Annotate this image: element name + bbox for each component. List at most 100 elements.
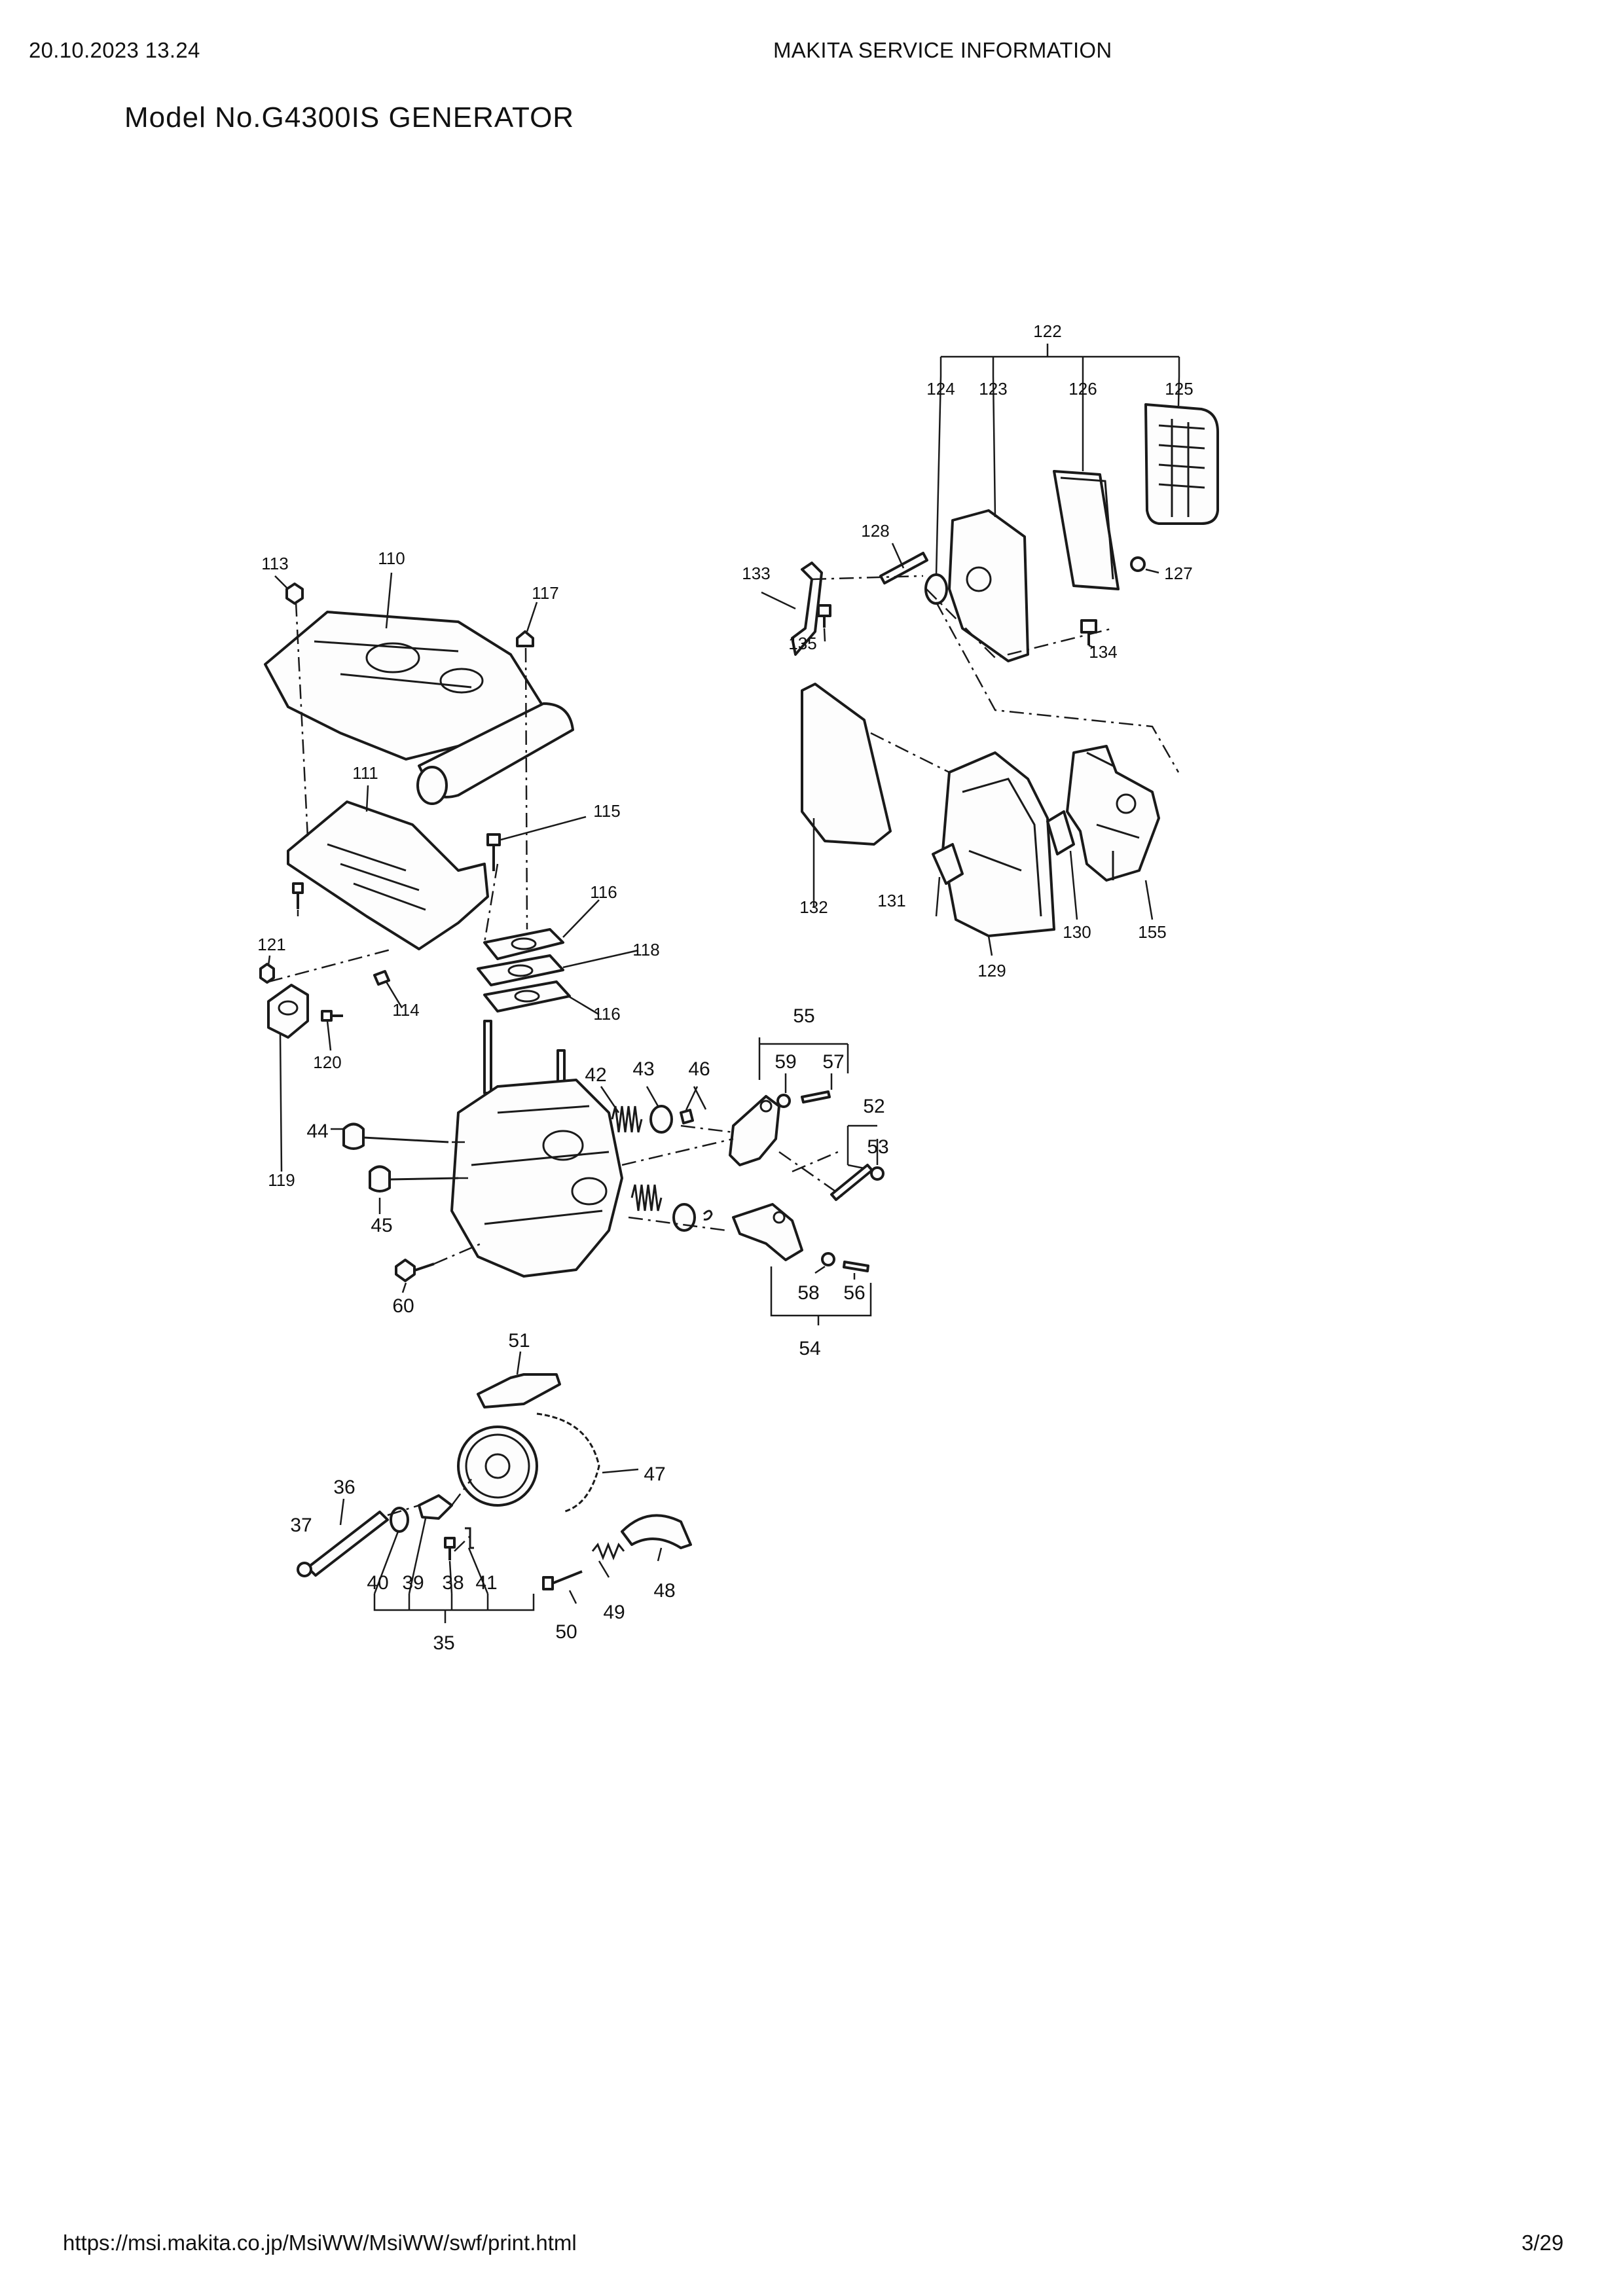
site-title: MAKITA SERVICE INFORMATION bbox=[773, 38, 1112, 62]
print-timestamp: 20.10.2023 13.24 bbox=[29, 38, 200, 62]
part-131-gasket bbox=[932, 843, 964, 885]
part-39-decompressor bbox=[418, 1494, 453, 1520]
callout-41: 41 bbox=[475, 1572, 497, 1594]
callout-126: 126 bbox=[1068, 379, 1097, 399]
callout-55: 55 bbox=[793, 1005, 814, 1027]
part-132-prefilter bbox=[801, 683, 892, 846]
part-121-nut bbox=[259, 963, 275, 984]
part-128-stud bbox=[879, 552, 928, 584]
part-43-retainer bbox=[649, 1105, 673, 1134]
part-120-bolt bbox=[321, 1010, 343, 1022]
shield-bolt bbox=[292, 882, 304, 909]
part-41-spring bbox=[465, 1527, 474, 1549]
callout-49: 49 bbox=[603, 1602, 625, 1623]
callout-133: 133 bbox=[742, 564, 770, 583]
part-42-spring bbox=[611, 1105, 663, 1211]
part-60-bolt bbox=[395, 1259, 435, 1282]
part-123-cleaner-case bbox=[948, 509, 1029, 662]
part-116-118-gaskets bbox=[477, 928, 571, 1013]
camshaft-sprocket bbox=[457, 1426, 538, 1507]
callout-40: 40 bbox=[367, 1572, 388, 1594]
part-58-nut bbox=[821, 1252, 835, 1266]
part-57-pin bbox=[801, 1090, 831, 1103]
callout-123: 123 bbox=[979, 379, 1007, 399]
part-127-nut bbox=[1130, 556, 1146, 572]
part-110-muffler bbox=[264, 611, 574, 805]
part-155-carburetor bbox=[1066, 745, 1160, 882]
callout-53: 53 bbox=[867, 1136, 888, 1158]
callout-50: 50 bbox=[555, 1621, 577, 1643]
callout-58: 58 bbox=[797, 1282, 819, 1304]
part-133-bracket bbox=[791, 562, 823, 656]
callout-44: 44 bbox=[306, 1121, 328, 1142]
callout-122: 122 bbox=[1033, 321, 1061, 341]
part-53-nut bbox=[870, 1166, 884, 1181]
callout-57: 57 bbox=[822, 1051, 844, 1073]
callout-37: 37 bbox=[290, 1515, 312, 1536]
part-55-rocker-arm bbox=[729, 1095, 780, 1166]
part-49-spring bbox=[591, 1541, 625, 1561]
callout-155: 155 bbox=[1138, 922, 1166, 942]
callout-118: 118 bbox=[632, 940, 659, 960]
part-40-o-ring bbox=[390, 1507, 409, 1533]
callout-116-upper: 116 bbox=[590, 882, 617, 902]
callout-116-lower: 116 bbox=[593, 1004, 620, 1024]
callout-48: 48 bbox=[653, 1580, 675, 1602]
part-36-camshaft bbox=[306, 1511, 389, 1577]
callout-42: 42 bbox=[585, 1064, 606, 1086]
part-46-collet bbox=[680, 1109, 694, 1124]
model-title: Model No.G4300IS GENERATOR bbox=[124, 101, 575, 134]
camshaft-group bbox=[297, 1351, 692, 1623]
callout-128: 128 bbox=[861, 521, 889, 541]
callout-132: 132 bbox=[799, 897, 828, 917]
part-111-heat-shield bbox=[287, 800, 489, 950]
callout-labels: 122 124 123 126 125 128 127 133 135 134 … bbox=[257, 321, 1193, 1654]
callout-39: 39 bbox=[402, 1572, 424, 1594]
callout-130: 130 bbox=[1063, 922, 1091, 942]
callout-52: 52 bbox=[863, 1096, 884, 1117]
callout-117: 117 bbox=[532, 583, 558, 603]
callout-60: 60 bbox=[392, 1295, 414, 1317]
part-37-ring bbox=[297, 1562, 312, 1577]
callout-47: 47 bbox=[644, 1463, 665, 1485]
callout-115: 115 bbox=[593, 801, 620, 821]
callout-124: 124 bbox=[926, 379, 955, 399]
part-129-cleaner-base bbox=[941, 751, 1055, 937]
callout-119: 119 bbox=[268, 1170, 295, 1190]
callout-131: 131 bbox=[877, 891, 905, 910]
part-51-chain-guide bbox=[477, 1373, 561, 1408]
cylinder-head-group bbox=[331, 1020, 884, 1325]
part-56-pin bbox=[843, 1261, 869, 1272]
callout-59: 59 bbox=[775, 1051, 796, 1073]
callout-134: 134 bbox=[1089, 642, 1117, 662]
muffler-group bbox=[259, 572, 639, 1172]
callout-120: 120 bbox=[313, 1052, 341, 1072]
part-54-rocker-arm bbox=[732, 1203, 803, 1261]
part-126-filter-element bbox=[1053, 470, 1120, 590]
part-59-nut bbox=[776, 1094, 791, 1108]
callout-51: 51 bbox=[508, 1330, 530, 1352]
callout-36: 36 bbox=[333, 1477, 355, 1498]
callout-45: 45 bbox=[371, 1215, 392, 1236]
part-52-rocker-shaft bbox=[830, 1164, 873, 1201]
callout-38: 38 bbox=[442, 1572, 464, 1594]
callout-54: 54 bbox=[799, 1338, 820, 1359]
part-44-valve bbox=[342, 1122, 449, 1150]
callout-111: 111 bbox=[352, 763, 378, 783]
part-125-cleaner-grill bbox=[1144, 403, 1219, 525]
air-cleaner-group bbox=[761, 344, 1219, 956]
callout-121: 121 bbox=[257, 935, 285, 954]
callout-56: 56 bbox=[843, 1282, 865, 1304]
callout-110: 110 bbox=[378, 548, 405, 568]
part-47-timing-chain bbox=[536, 1412, 600, 1513]
page-number: 3/29 bbox=[1522, 2231, 1564, 2255]
part-117-nut bbox=[516, 630, 534, 647]
callout-46: 46 bbox=[688, 1058, 710, 1080]
part-113-nut bbox=[285, 583, 304, 605]
part-38-pin bbox=[444, 1537, 456, 1560]
part-50-bolt bbox=[542, 1570, 583, 1590]
part-130-gasket bbox=[1046, 810, 1075, 855]
callout-129: 129 bbox=[977, 961, 1006, 980]
callout-127: 127 bbox=[1164, 564, 1192, 583]
